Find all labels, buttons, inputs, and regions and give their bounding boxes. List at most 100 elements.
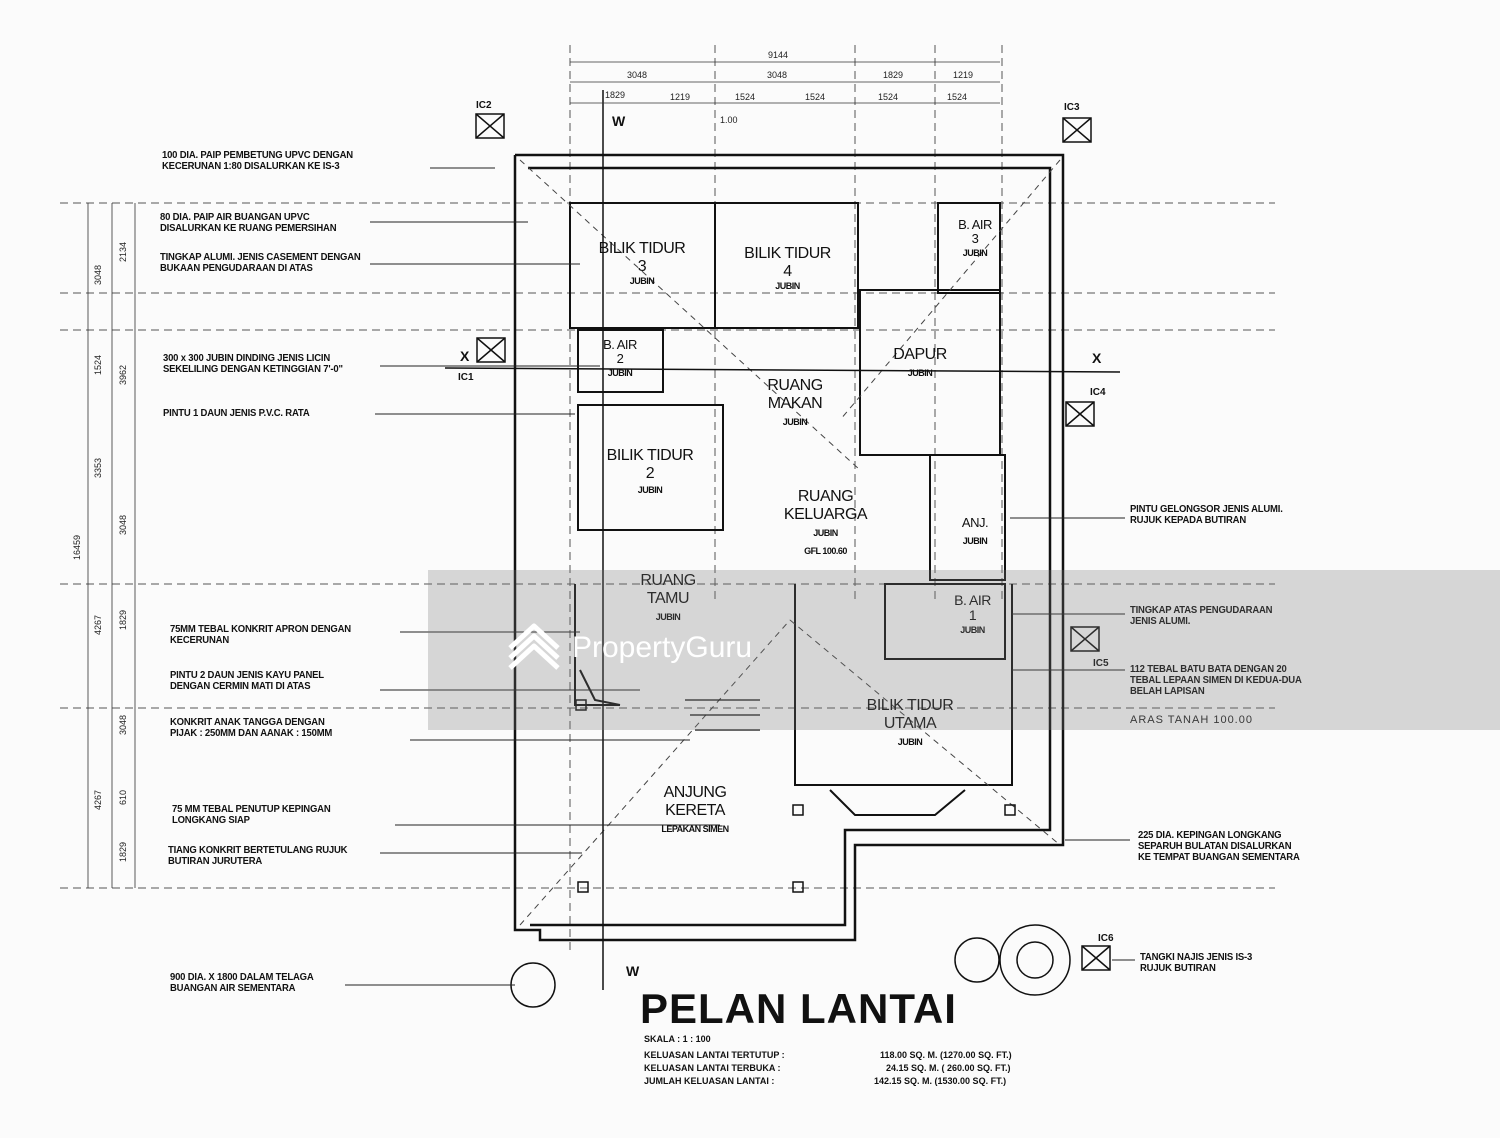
room-number: KELUARGA (783, 506, 868, 523)
room-number: 4 (783, 263, 792, 280)
room-ruang-makan: RUANG MAKAN JUBIN (755, 377, 835, 431)
note-text: 100 DIA. PAIP PEMBETUNG UPVC DENGAN KECE… (162, 150, 353, 172)
area-row-total: JUMLAH KELUASAN LANTAI : 142.15 SQ. M. (… (644, 1076, 1006, 1086)
ic2-label: IC2 (476, 100, 492, 111)
note-left: 75MM TEBAL KONKRIT APRON DENGAN KECERUNA… (170, 624, 351, 646)
room-finish: JUBIN (655, 612, 681, 622)
note-text: PINTU 1 DAUN JENIS P.V.C. RATA (163, 408, 310, 419)
area-row-open: KELUASAN LANTAI TERBUKA : 24.15 SQ. M. (… (644, 1063, 1011, 1073)
room-ruang-keluarga: RUANG KELUARGA JUBIN GFL 100.60 (768, 488, 883, 560)
section-line (444, 90, 1121, 990)
note-right: TINGKAP ATAS PENGUDARAAN JENIS ALUMI. (1130, 605, 1273, 627)
room-bilik-air-1: B. AIR 1 JUBIN (935, 593, 1010, 638)
section-x-left: X (460, 348, 470, 364)
room-number: 3 (637, 258, 647, 275)
room-finish: JUBIN (897, 737, 923, 747)
ground-level-note: ARAS TANAH 100.00 (1130, 714, 1253, 726)
ic4-label: IC4 (1090, 387, 1106, 398)
note-text: PINTU GELONGSOR JENIS ALUMI. RUJUK KEPAD… (1130, 504, 1283, 526)
note-left: 900 DIA. X 1800 DALAM TELAGA BUANGAN AIR… (170, 972, 314, 994)
watermark-text: PropertyGuru (572, 631, 753, 664)
note-left: 75 MM TEBAL PENUTUP KEPINGAN LONGKANG SI… (172, 804, 331, 826)
note-text: 80 DIA. PAIP AIR BUANGAN UPVC DISALURKAN… (160, 212, 337, 234)
outer-walls (513, 153, 1065, 942)
room-name: ANJ. (961, 515, 989, 530)
plan-scale: SKALA : 1 : 100 (644, 1034, 711, 1044)
watermark: PropertyGuru (504, 620, 752, 676)
room-name: B. AIR (603, 337, 637, 352)
note-left: PINTU 1 DAUN JENIS P.V.C. RATA (163, 408, 310, 419)
room-finish: JUBIN (813, 528, 838, 538)
room-name: RUANG (797, 488, 854, 505)
dim-left: 1829 (118, 609, 128, 630)
dim-top: 1524 (805, 92, 826, 102)
dim-top: 3048 (627, 70, 648, 80)
note-left: 80 DIA. PAIP AIR BUANGAN UPVC DISALURKAN… (160, 212, 337, 234)
room-finish: JUBIN (960, 625, 985, 635)
room-bilik-tidur-utama: BILIK TIDUR UTAMA JUBIN (850, 697, 970, 751)
dim-left: 3962 (118, 364, 128, 385)
inspection-chambers (475, 113, 1111, 971)
note-text: 112 TEBAL BATU BATA DENGAN 20 TEBAL LEPA… (1130, 664, 1302, 697)
dim-top: 1829 (883, 70, 904, 80)
note-left: 100 DIA. PAIP PEMBETUNG UPVC DENGAN KECE… (162, 150, 353, 172)
bay-windows (579, 669, 966, 816)
room-finish: JUBIN (782, 417, 808, 427)
note-left: TINGKAP ALUMI. JENIS CASEMENT DENGAN BUK… (160, 252, 361, 274)
dim-top: 1524 (878, 92, 899, 102)
room-finish: JUBIN (907, 368, 933, 378)
area-value: 118.00 SQ. M. (1270.00 SQ. FT.) (880, 1050, 1012, 1060)
room-number: 2 (616, 351, 624, 366)
room-finish: LEPAKAN SIMEN (661, 824, 729, 834)
room-number: KERETA (665, 802, 725, 819)
note-right: 225 DIA. KEPINGAN LONGKANG SEPARUH BULAT… (1138, 830, 1300, 863)
inner-walls (569, 202, 1013, 786)
dim-top-total: 9144 (768, 50, 789, 60)
note-text: TANGKI NAJIS JENIS IS-3 RUJUK BUTIRAN (1140, 952, 1253, 974)
note-text: 300 x 300 JUBIN DINDING JENIS LICIN SEKE… (163, 353, 343, 375)
dim-left: 3048 (93, 264, 103, 285)
dim-left: 3048 (118, 514, 128, 535)
note-left: 300 x 300 JUBIN DINDING JENIS LICIN SEKE… (163, 353, 343, 375)
section-w-top: W (612, 113, 626, 129)
steps (685, 699, 760, 731)
note-text: PINTU 2 DAUN JENIS KAYU PANEL DENGAN CER… (170, 670, 324, 692)
note-right: PINTU GELONGSOR JENIS ALUMI. RUJUK KEPAD… (1130, 504, 1283, 526)
ic6-label: IC6 (1098, 933, 1114, 944)
roof-diagonals (519, 159, 1061, 926)
room-bilik-tidur-4: BILIK TIDUR 4 JUBIN (725, 245, 850, 295)
dim-left: 610 (118, 789, 128, 805)
ic1-label: IC1 (458, 372, 474, 383)
dim-top: 1219 (953, 70, 974, 80)
dimension-lines (87, 61, 1000, 888)
floor-level: GFL 100.60 (804, 546, 847, 556)
columns (575, 699, 1016, 893)
propertyguru-logo-icon (508, 623, 560, 670)
dim-left: 3048 (118, 714, 128, 735)
room-number: MAKAN (767, 395, 823, 412)
dim-left: 4267 (93, 789, 103, 810)
dim-top: 1219 (670, 92, 691, 102)
note-text: TIANG KONKRIT BERTETULANG RUJUK BUTIRAN … (168, 845, 348, 867)
room-finish: JUBIN (962, 536, 988, 546)
grid-lines (60, 45, 1275, 950)
dim-left: 2134 (118, 241, 128, 262)
room-dapur: DAPUR JUBIN (880, 346, 960, 382)
dim-top: 1829 (605, 90, 626, 100)
area-label: KELUASAN LANTAI TERBUKA : (644, 1063, 781, 1073)
room-name: BILIK TIDUR (598, 240, 686, 257)
dim-left: 1524 (93, 354, 103, 375)
room-name: RUANG (767, 377, 823, 394)
dim-top: 1524 (947, 92, 968, 102)
note-left: TIANG KONKRIT BERTETULANG RUJUK BUTIRAN … (168, 845, 348, 867)
note-text: 75MM TEBAL KONKRIT APRON DENGAN KECERUNA… (170, 624, 351, 646)
room-finish: JUBIN (775, 281, 800, 291)
dim-top: 1524 (735, 92, 756, 102)
watermark-band (428, 570, 1500, 730)
note-left: KONKRIT ANAK TANGGA DENGAN PIJAK : 250MM… (170, 717, 332, 739)
room-anjung: ANJ. JUBIN (945, 514, 1005, 550)
room-anjung-kereta: ANJUNG KERETA LEPAKAN SIMEN (635, 784, 755, 838)
leader-lines (345, 167, 1135, 986)
room-name: DAPUR (893, 346, 947, 363)
